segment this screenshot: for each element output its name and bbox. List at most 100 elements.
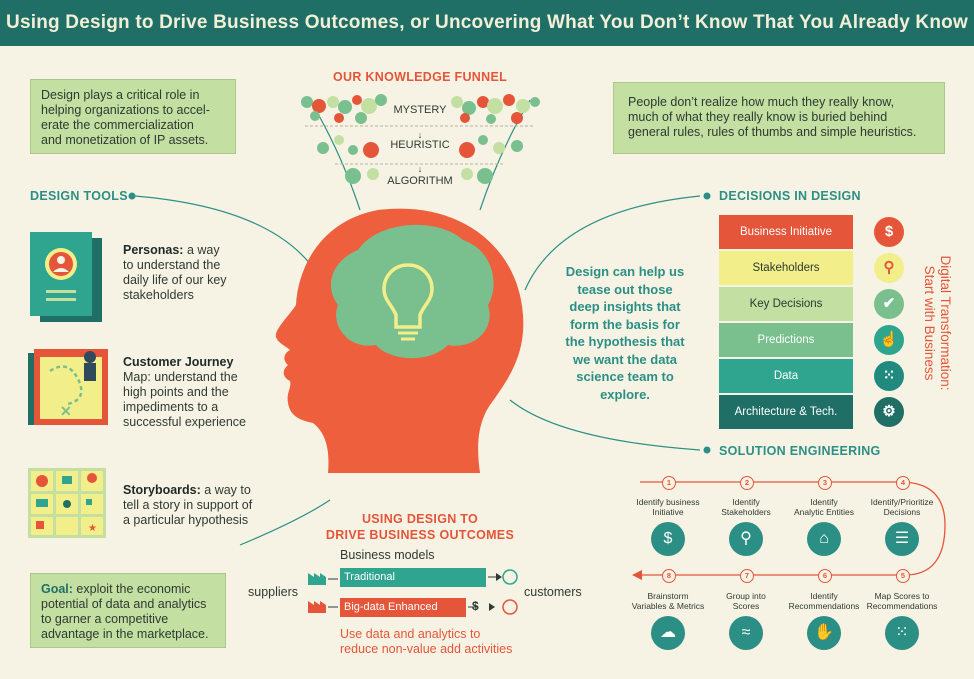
tool-line: daily life of our key [123,273,227,287]
svg-text:★: ★ [88,523,97,534]
tool-line: to understand the [123,258,221,272]
tool-line: stakeholders [123,288,194,302]
mystery-dots-right [451,94,540,124]
intro-line: erate the commercialization [41,118,194,132]
side-caption-line: Digital Transformation: [938,255,953,391]
funnel-level-mystery: MYSTERY [393,104,447,116]
traditional-bar: Traditional [340,568,486,587]
knowledge-line: much of what they really know is buried … [628,110,888,124]
chart-icon: ⁙ [885,616,919,650]
scatter-icon: ⁙ [874,361,904,391]
goal-line: potential of data and analytics [41,597,207,611]
side-caption: Digital Transformation: Start with Busin… [912,228,962,418]
tool-line: a way [186,243,220,257]
business-models-label: Business models [340,548,435,562]
personas-icon [30,232,102,322]
center-line: science team to [576,369,674,384]
funnel-level-heuristic: HEURISTIC [390,139,450,151]
search-icon: ⚲ [729,522,763,556]
goal-box: Goal: exploit the economic potential of … [30,573,226,648]
page-title: Using Design to Drive Business Outcomes,… [6,12,968,33]
tool-line: successful experience [123,415,246,429]
pointer-icon: ☝ [874,325,904,355]
tool-storyboards: Storyboards: a way to tell a story in su… [123,483,273,528]
design-tools-heading: DESIGN TOOLS [30,189,128,203]
tool-line: a particular hypothesis [123,513,249,527]
outcomes-heading-line: USING DESIGN TO [361,512,479,526]
band-data: Data [719,359,853,393]
easel-icon: ⌂ [807,522,841,556]
search-icon: ⚲ [874,253,904,283]
storyboard-icon: ★ [28,468,106,538]
center-line: we want the data [572,351,678,367]
center-line: the hypothesis that [565,334,685,349]
decisions-heading: DECISIONS IN DESIGN [719,189,861,203]
step-number: 8 [662,569,676,583]
handshake-icon: ✔ [874,289,904,319]
goal-line: to garner a competitive [41,612,169,626]
solution-heading: SOLUTION ENGINEERING [719,444,881,458]
tool-line: high points and the [123,385,229,399]
outcomes-heading: USING DESIGN TO DRIVE BUSINESS OUTCOMES [310,511,530,543]
tool-line: Map: understand the [123,370,238,384]
center-line: form the basis for [570,316,680,332]
step-number: 4 [896,476,910,490]
band-key-decisions: Key Decisions [719,287,853,321]
mystery-dots-left [301,94,387,124]
step-number: 2 [740,476,754,490]
tool-line: impediments to a [123,400,219,414]
head-illustration [275,208,524,473]
solution-flow-line [632,481,946,580]
dollar-sign: $ [472,599,479,613]
bigdata-bar: Big-data Enhanced [340,598,466,617]
funnel-heading: OUR KNOWLEDGE FUNNEL [332,70,508,84]
funnel-graphic: ↓ ↓ [301,94,540,184]
outcomes-note: Use data and analytics to reduce non-val… [340,627,512,657]
outcomes-note-line: Use data and analytics to [340,627,481,641]
center-line: tease out those [577,281,673,297]
funnel-level-algorithm: ALGORITHM [387,175,453,187]
outcomes-note-line: reduce non-value add activities [340,642,513,656]
heuristic-dots [317,135,523,158]
step-number: 7 [740,569,754,583]
knowledge-line: People don’t realize how much they reall… [628,95,895,109]
step-number: 3 [818,476,832,490]
step-number: 6 [818,569,832,583]
knowledge-box: People don’t realize how much they reall… [613,82,945,154]
suppliers-label: suppliers [248,585,299,599]
title-bar [0,0,974,46]
goal-line: exploit the economic [72,582,191,596]
thumbs-up-icon: ✋ [807,616,841,650]
customers-label: customers [524,585,582,599]
gear-icon: ⚙ [874,397,904,427]
tool-title: Customer Journey [123,355,234,369]
center-line: deep insights that [569,299,681,314]
factory-icon [308,573,326,585]
goal-label: Goal: [41,582,73,596]
step-number: 5 [896,569,910,583]
tool-line: tell a story in support of [123,498,253,512]
svg-text:✕: ✕ [60,403,72,419]
tool-journey-map: Customer Journey Map: understand the hig… [123,355,263,430]
center-statement: Design can help us tease out those deep … [550,263,700,403]
dollar-icon: $ [874,217,904,247]
band-stakeholders: Stakeholders [719,251,853,285]
tool-title: Storyboards: [123,483,201,497]
band-architecture: Architecture & Tech. [719,395,853,429]
tool-line: a way to [204,483,251,497]
step-number: 1 [662,476,676,490]
center-line: explore. [600,386,650,402]
tool-personas: Personas: a way to understand the daily … [123,243,263,303]
intro-line: Design plays a critical role in [41,88,200,102]
factory-icon [308,601,326,613]
tool-title: Personas: [123,243,184,257]
goal-line: advantage in the marketplace. [41,627,209,641]
